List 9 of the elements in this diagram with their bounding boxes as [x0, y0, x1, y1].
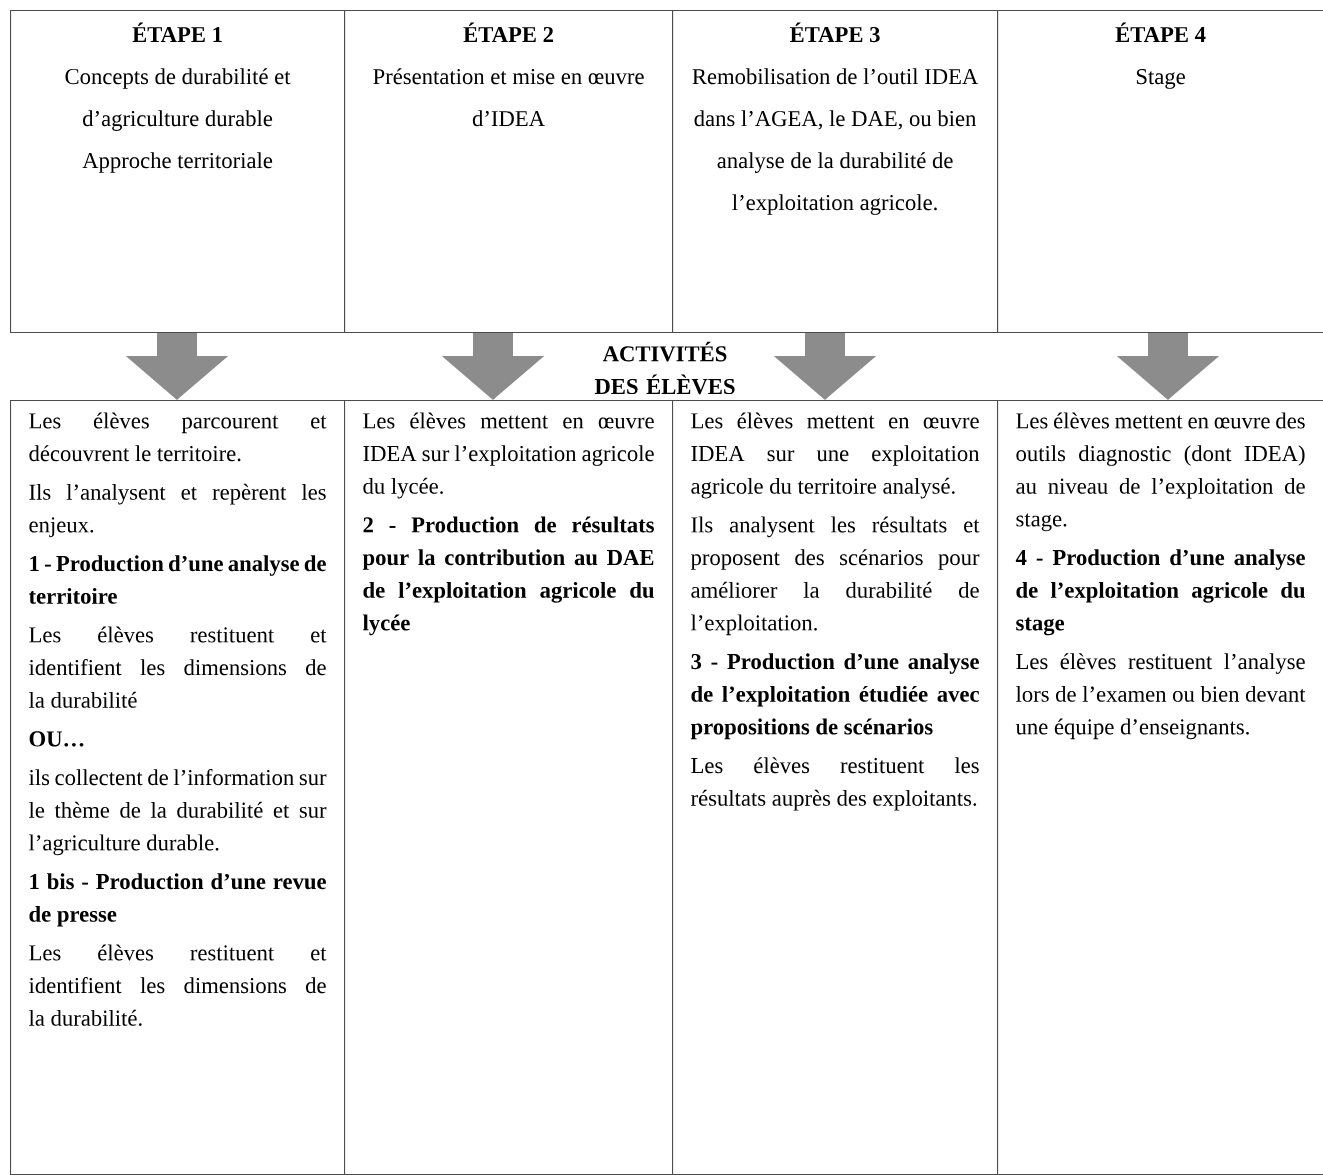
stage-box: ÉTAPE 2 Présentation et mise en œuvre d’IDEA [344, 10, 674, 334]
section-heading: ACTIVITÉS DES ÉLÈVES [594, 341, 735, 395]
activity-box: Les élèves parcourent et découvrent le territoire. Ils l’analysent et repèrent les enjeux. 1 - Production d’une analyse de territoire Les élèves restituent et identifient les dimensions de la durabilité OU… ils collectent de l’information sur le thème de la durabilité et sur l’agriculture durable. 1 bis - Production d’une revue de presse Les élèves restituent et identifient les dimensions de la durabilité. [10, 400, 346, 1175]
activity-box: Les élèves mettent en œuvre IDEA sur une exploitation agricole du territoire analysé. Ils analysent les résultats et proposent des scénarios pour améliorer la durabilité de l’exploitation. 3 - Production d’une analyse de l’exploitation étudiée avec propositions de scénarios Les élèves restituent les résultats auprès des exploitants. [672, 400, 999, 1175]
activity-box: Les élèves mettent en œuvre IDEA sur l’exploitation agricole du lycée. 2 - Production de résultats pour la contribution au DAE de l’exploitation agricole du lycée [344, 400, 674, 1175]
stage-box: ÉTAPE 4 Stage [997, 10, 1323, 334]
stage-box: ÉTAPE 1 Concepts de durabilité et d’agriculture durable Approche territoriale [10, 10, 346, 334]
stage-box: ÉTAPE 3 Remobilisation de l’outil IDEA dans l’AGEA, le DAE, ou bien analyse de la durabilité de l’exploitation agricole. [672, 10, 999, 334]
activity-box: Les élèves mettent en œuvre des outils diagnostic (dont IDEA) au niveau de l’exploitation de stage. 4 - Production d’une analyse de l’exploitation agricole du stage Les élèves restituent l’analyse lors de l’examen ou bien devant une équipe d’enseignants. [997, 400, 1323, 1175]
